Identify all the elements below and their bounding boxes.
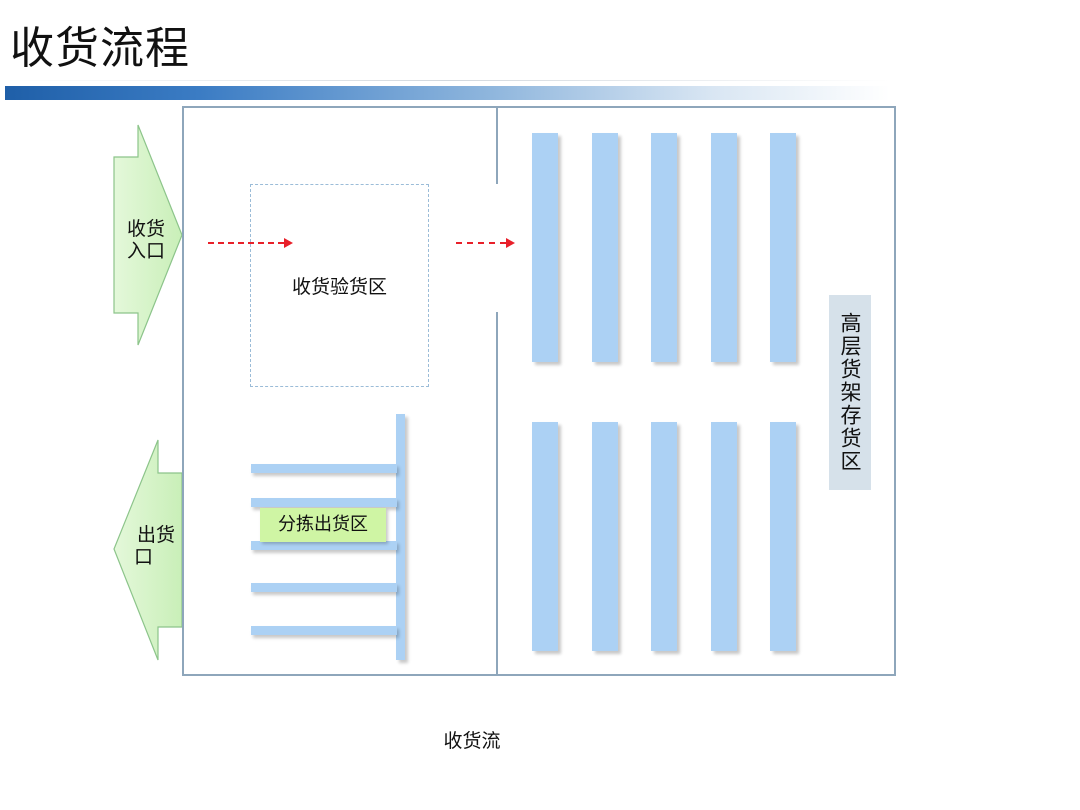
title-rule — [5, 80, 890, 81]
page-title: 收货流程 — [10, 23, 190, 74]
picking-lane-1 — [251, 464, 397, 473]
outbound-gate-line1: 出货 — [136, 524, 175, 546]
rack-top-2 — [592, 133, 618, 362]
inbound-gate-label: 收货 入口 — [118, 218, 174, 262]
figure-caption: 收货流 — [443, 730, 501, 752]
warehouse-outline — [182, 106, 896, 676]
rack-top-4 — [711, 133, 737, 362]
rack-bottom-3 — [651, 422, 677, 651]
inbound-gate-arrow — [113, 124, 183, 346]
picking-lane-5 — [251, 626, 397, 635]
rack-top-5 — [770, 133, 796, 362]
title-gradient-bar — [5, 86, 890, 100]
rack-bottom-1 — [532, 422, 558, 651]
rack-bottom-5 — [770, 422, 796, 651]
flow-arrow-1-head — [284, 238, 293, 248]
picking-area-label: 分拣出货区 — [260, 508, 386, 542]
storage-area-label: 高层货架存货区 — [829, 295, 871, 490]
picking-lane-4 — [251, 583, 397, 592]
partition-wall-lower — [496, 312, 498, 676]
rack-top-1 — [532, 133, 558, 362]
flow-arrow-2-line — [456, 242, 506, 244]
flow-arrow-2-head — [506, 238, 515, 248]
gate-arrows — [113, 124, 183, 661]
partition-wall-upper — [496, 106, 498, 184]
rack-bottom-2 — [592, 422, 618, 651]
receiving-inspection-label: 收货验货区 — [291, 276, 387, 298]
outbound-gate-line2: 口 — [134, 546, 154, 568]
rack-bottom-4 — [711, 422, 737, 651]
picking-lane-2 — [251, 498, 397, 507]
receiving-inspection-zone — [250, 184, 429, 387]
rack-top-3 — [651, 133, 677, 362]
outbound-gate-arrow — [113, 439, 183, 661]
inbound-gate-line1: 收货 — [126, 218, 165, 240]
picking-conveyor-spine — [396, 414, 405, 660]
picking-lane-3 — [251, 541, 397, 550]
outbound-gate-label: 出货 口 — [128, 524, 184, 568]
inbound-gate-line2: 入口 — [126, 240, 165, 262]
flow-arrow-1-line — [208, 242, 284, 244]
